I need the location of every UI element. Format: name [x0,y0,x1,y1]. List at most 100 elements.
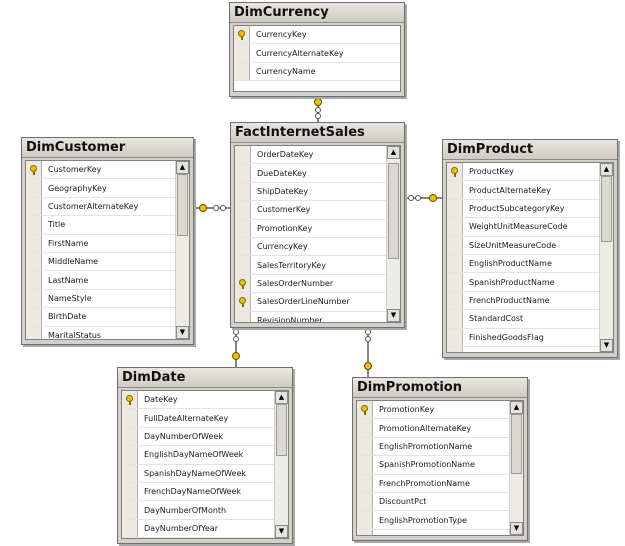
column-row[interactable]: SpanishProductName [447,273,599,292]
row-selector[interactable] [357,474,373,492]
scrollbar-thumb[interactable] [511,414,522,474]
scroll-up-arrow-icon[interactable]: ▲ [387,146,400,159]
row-selector[interactable] [26,161,42,179]
column-row[interactable]: Color [447,346,599,352]
column-row[interactable]: SizeUnitMeasureCode [447,236,599,255]
row-selector[interactable] [235,182,251,201]
vertical-scrollbar[interactable]: ▲ ▼ [274,391,288,538]
row-selector[interactable] [235,237,251,256]
column-row[interactable]: PromotionKey [235,219,386,238]
scrollbar-thumb[interactable] [177,174,188,236]
column-row[interactable]: CurrencyKey [234,26,400,45]
row-selector[interactable] [447,328,463,346]
row-selector[interactable] [235,293,251,311]
row-selector[interactable] [447,181,463,199]
row-selector[interactable] [234,26,250,44]
vertical-scrollbar[interactable]: ▲ ▼ [175,161,189,339]
row-selector[interactable] [357,419,373,437]
column-row[interactable]: EnglishPromotionType [357,511,509,530]
row-selector[interactable] [234,62,250,81]
scroll-up-arrow-icon[interactable]: ▲ [176,161,189,174]
column-row[interactable]: PromotionKey [357,401,509,420]
column-row[interactable]: SpanishDayNameOfWeek [122,464,274,483]
column-row[interactable]: SalesTerritoryKey [235,256,386,275]
column-row[interactable]: CurrencyName [234,62,400,82]
column-row[interactable]: FrenchDayNameOfWeek [122,482,274,502]
column-row[interactable]: BirthDate [26,308,175,327]
scroll-up-arrow-icon[interactable]: ▲ [275,391,288,404]
row-selector[interactable] [122,519,138,538]
row-selector[interactable] [235,164,251,182]
row-selector[interactable] [357,529,373,535]
row-selector[interactable] [447,273,463,291]
column-row[interactable]: WeightUnitMeasureCode [447,218,599,237]
row-selector[interactable] [235,256,251,274]
row-selector[interactable] [357,437,373,456]
row-selector[interactable] [26,308,42,326]
row-selector[interactable] [235,146,251,164]
row-selector[interactable] [234,44,250,62]
column-row[interactable]: ProductSubcategoryKey [447,199,599,219]
column-row[interactable]: RevisionNumber [235,311,386,322]
row-selector[interactable] [447,218,463,236]
column-row[interactable]: CurrencyKey [235,237,386,257]
column-row[interactable]: ProductAlternateKey [447,181,599,200]
column-row[interactable]: GeographyKey [26,179,175,198]
row-selector[interactable] [235,311,251,322]
column-row[interactable]: CurrencyAlternateKey [234,44,400,63]
column-row[interactable]: EnglishPromotionName [357,437,509,457]
row-selector[interactable] [26,216,42,234]
row-selector[interactable] [26,326,42,339]
scroll-down-arrow-icon[interactable]: ▼ [387,309,400,322]
column-row[interactable]: SalesOrderLineNumber [235,293,386,312]
column-row[interactable]: ProductKey [447,163,599,182]
column-row[interactable]: CustomerKey [235,201,386,220]
row-selector[interactable] [26,289,42,308]
row-selector[interactable] [447,310,463,328]
row-selector[interactable] [447,291,463,310]
row-selector[interactable] [447,163,463,181]
column-row[interactable]: DateKey [122,391,274,410]
row-selector[interactable] [26,179,42,197]
vertical-scrollbar[interactable]: ▲ ▼ [386,146,400,322]
row-selector[interactable] [122,464,138,482]
column-row[interactable]: SpanishPromotionType [357,529,509,535]
column-row[interactable]: FrenchPromotionName [357,474,509,493]
column-row[interactable]: FrenchProductName [447,291,599,311]
row-selector[interactable] [447,199,463,218]
row-selector[interactable] [122,482,138,501]
row-selector[interactable] [235,219,251,237]
column-row[interactable]: FullDateAlternateKey [122,409,274,428]
scroll-down-arrow-icon[interactable]: ▼ [510,522,523,535]
column-row[interactable]: EnglishProductName [447,254,599,274]
column-row[interactable]: StandardCost [447,310,599,329]
row-selector[interactable] [122,501,138,519]
column-row[interactable]: PromotionAlternateKey [357,419,509,438]
column-row[interactable]: CustomerKey [26,161,175,180]
column-row[interactable]: LastName [26,271,175,290]
column-row[interactable]: FirstName [26,234,175,253]
scrollbar-thumb[interactable] [388,163,399,259]
column-row[interactable]: MaritalStatus [26,326,175,339]
column-row[interactable]: SalesOrderNumber [235,274,386,294]
row-selector[interactable] [122,538,138,539]
row-selector[interactable] [26,197,42,216]
column-row[interactable]: DayNumberOfWeek [122,427,274,447]
scroll-up-arrow-icon[interactable]: ▲ [510,401,523,414]
column-row[interactable]: SpanishPromotionName [357,456,509,475]
column-row[interactable]: Title [26,216,175,235]
column-row[interactable]: DayNumberOfYear [122,519,274,538]
column-row[interactable]: CustomerAlternateKey [26,197,175,217]
row-selector[interactable] [26,252,42,271]
column-row[interactable]: FinishedGoodsFlag [447,328,599,347]
row-selector[interactable] [447,346,463,352]
row-selector[interactable] [122,446,138,464]
row-selector[interactable] [122,391,138,409]
row-selector[interactable] [26,234,42,252]
